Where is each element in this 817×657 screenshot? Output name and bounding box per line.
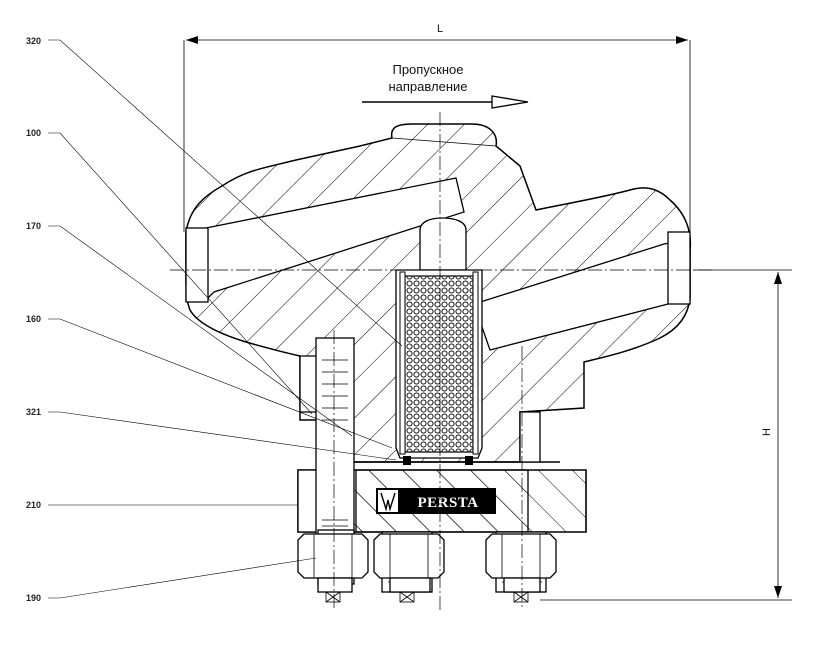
part-label-321: 321	[26, 407, 41, 417]
dimension-length: L	[183, 23, 691, 232]
strainer-screen	[404, 275, 474, 453]
part-label-160: 160	[26, 314, 41, 324]
strainer-assembly	[395, 217, 483, 465]
part-label-210: 210	[26, 500, 41, 510]
center-lines	[170, 112, 712, 610]
hex-nut-left	[297, 533, 369, 593]
flow-direction-line1: Пропускное	[392, 62, 463, 77]
hex-nut-center	[373, 533, 445, 593]
part-label-320: 320	[26, 36, 41, 46]
dimension-height: H	[540, 269, 792, 601]
part-callouts: 320 100 170 160 321 210 190	[26, 36, 403, 603]
dimension-height-label: H	[761, 428, 773, 436]
flow-arrow-icon	[491, 95, 529, 109]
gasket-left	[403, 456, 411, 465]
flow-direction-indicator: Пропускное направление	[362, 62, 529, 109]
brand-logo-text: PERSTA	[417, 495, 478, 511]
gasket-right	[465, 456, 473, 465]
dimension-length-label: L	[437, 23, 443, 35]
part-label-100: 100	[26, 128, 41, 138]
flow-direction-line2: направление	[388, 79, 467, 94]
bolt-end-marks	[325, 591, 529, 603]
part-label-170: 170	[26, 221, 41, 231]
brand-logo: PERSTA	[376, 488, 496, 514]
part-label-190: 190	[26, 593, 41, 603]
